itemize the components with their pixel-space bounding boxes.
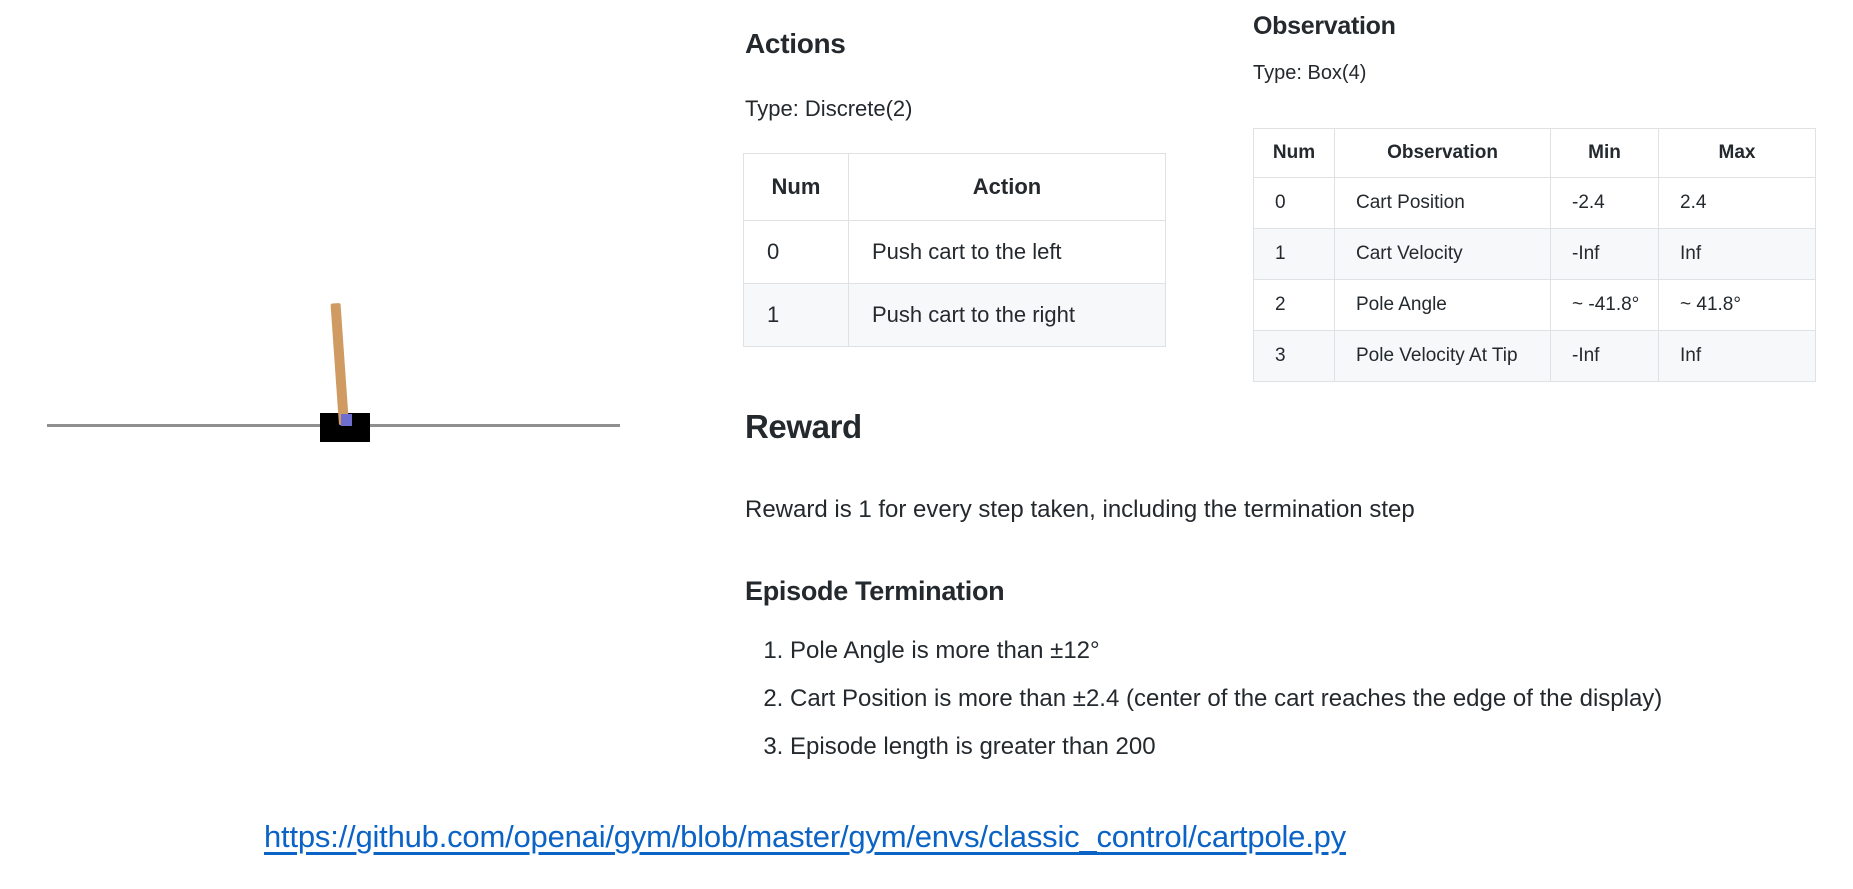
actions-header-action: Action [848,153,1166,221]
observation-table: Num Observation Min Max 0 Cart Position … [1253,128,1816,382]
obs-cell-observation: Cart Position [1334,177,1551,229]
episode-termination-list: Pole Angle is more than ±12° Cart Positi… [748,636,1662,780]
actions-cell-num: 0 [743,220,849,284]
obs-cell-max: Inf [1658,330,1816,382]
actions-table: Num Action 0 Push cart to the left 1 Pus… [743,153,1166,347]
episode-termination-heading: Episode Termination [745,576,1005,606]
obs-cell-min: -2.4 [1550,177,1659,229]
obs-header-num: Num [1253,128,1335,178]
table-row: 1 Cart Velocity -Inf Inf [1253,228,1816,280]
obs-cell-max: ~ 41.8° [1658,279,1816,331]
actions-cell-num: 1 [743,283,849,347]
obs-cell-num: 3 [1253,330,1335,382]
reward-text: Reward is 1 for every step taken, includ… [745,496,1415,523]
table-row: 3 Pole Velocity At Tip -Inf Inf [1253,330,1816,382]
table-row: 0 Push cart to the left [743,220,1166,284]
github-source-link[interactable]: https://github.com/openai/gym/blob/maste… [264,819,1346,854]
table-row: 2 Pole Angle ~ -41.8° ~ 41.8° [1253,279,1816,331]
actions-cell-action: Push cart to the right [848,283,1166,347]
observation-type-label: Type: Box(4) [1253,62,1367,84]
cartpole-pole [330,302,349,426]
obs-cell-observation: Cart Velocity [1334,228,1551,280]
cartpole-axle [341,414,352,426]
actions-cell-action: Push cart to the left [848,220,1166,284]
obs-cell-num: 1 [1253,228,1335,280]
table-row: 0 Cart Position -2.4 2.4 [1253,177,1816,229]
obs-header-min: Min [1550,128,1659,178]
obs-cell-observation: Pole Velocity At Tip [1334,330,1551,382]
obs-cell-num: 0 [1253,177,1335,229]
observation-heading: Observation [1253,12,1396,40]
obs-header-observation: Observation [1334,128,1551,178]
actions-type-label: Type: Discrete(2) [745,96,913,121]
obs-header-max: Max [1658,128,1816,178]
table-row: 1 Push cart to the right [743,283,1166,347]
table-header-row: Num Action [743,153,1166,221]
termination-item: Pole Angle is more than ±12° [790,636,1662,665]
termination-item: Cart Position is more than ±2.4 (center … [790,684,1662,713]
termination-item: Episode length is greater than 200 [790,732,1662,761]
obs-cell-min: -Inf [1550,228,1659,280]
obs-cell-max: 2.4 [1658,177,1816,229]
actions-heading: Actions [745,28,846,59]
obs-cell-observation: Pole Angle [1334,279,1551,331]
reward-heading: Reward [745,408,862,445]
obs-cell-min: ~ -41.8° [1550,279,1659,331]
table-header-row: Num Observation Min Max [1253,128,1816,178]
actions-header-num: Num [743,153,849,221]
obs-cell-max: Inf [1658,228,1816,280]
obs-cell-num: 2 [1253,279,1335,331]
obs-cell-min: -Inf [1550,330,1659,382]
